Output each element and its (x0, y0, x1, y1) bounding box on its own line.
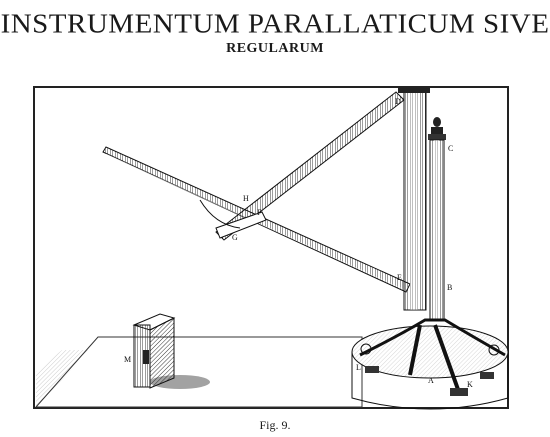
label-b: B (447, 283, 452, 292)
figure-title: INSTRUMENTUM PARALLATICUM SIVE (0, 8, 550, 40)
figure-caption: Fig. 9. (259, 418, 291, 432)
base-platform (351, 318, 509, 410)
rear-post (398, 86, 430, 311)
label-e: E (397, 273, 402, 282)
label-m: M (124, 355, 131, 364)
label-k: K (467, 380, 473, 389)
label-f: F (257, 208, 262, 217)
label-h: H (243, 194, 249, 203)
diagonal-rule (199, 91, 405, 241)
label-d: D (395, 97, 401, 106)
figure-subtitle: REGULARUM (226, 41, 324, 56)
label-a: A (428, 376, 434, 385)
box-m (132, 313, 210, 389)
front-post (428, 117, 446, 321)
label-g: G (232, 233, 238, 242)
label-c: C (448, 144, 453, 153)
label-l: L (356, 363, 361, 372)
floor-plane (34, 336, 363, 408)
